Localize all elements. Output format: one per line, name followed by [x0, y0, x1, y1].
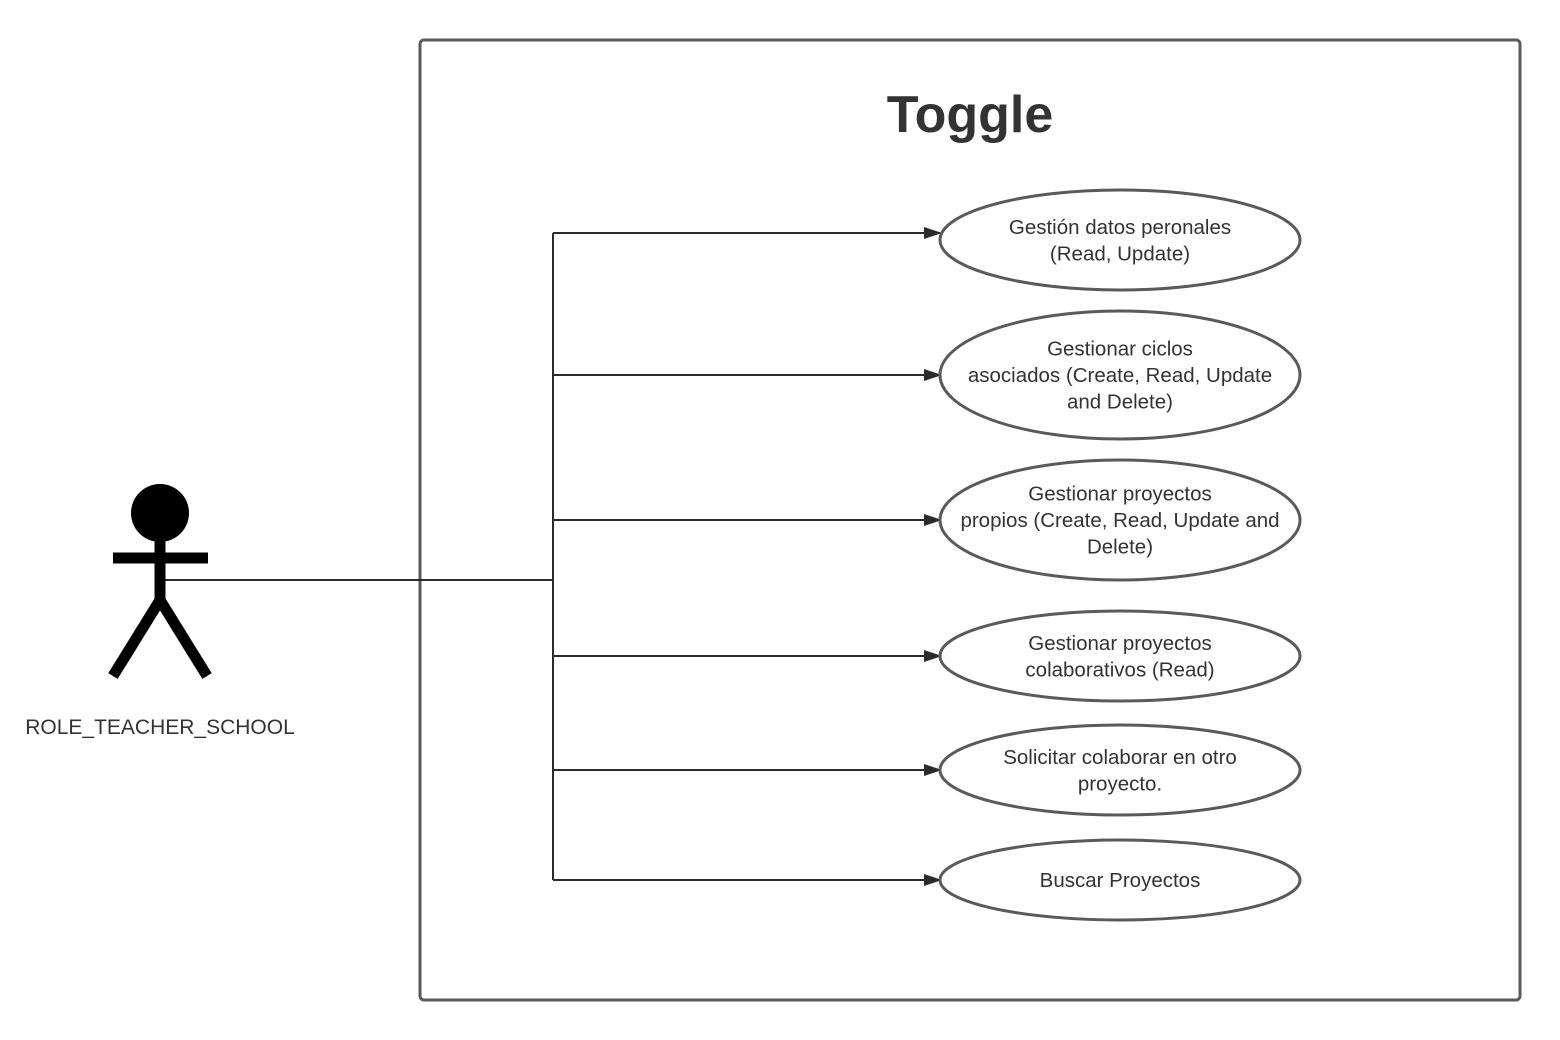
- system-title: Toggle: [887, 86, 1054, 144]
- use-case[interactable]: Gestionar proyectos propios (Create, Read…: [938, 458, 1302, 582]
- stick-figure-icon: [108, 484, 212, 679]
- use-case-list: Gestión datos peronales(Read, Update)Ges…: [938, 188, 1302, 922]
- actor[interactable]: ROLE_TEACHER_SCHOOL: [25, 484, 295, 739]
- use-case[interactable]: Gestión datos peronales (Read, Update): [938, 188, 1302, 292]
- use-case-label-line: Gestionar proyectos: [1028, 632, 1211, 655]
- actor-left-leg: [108, 597, 165, 679]
- actor-head: [131, 484, 189, 542]
- actor-right-leg: [155, 597, 212, 679]
- use-case-ellipse: [938, 723, 1302, 817]
- use-case[interactable]: Gestionar proyectos colaborativos (Read): [938, 609, 1302, 703]
- use-case-label-line: Gestionar ciclos: [1047, 338, 1193, 361]
- use-case-label-line: asociados (Create, Read, Update: [968, 364, 1272, 387]
- use-case-ellipse: [938, 609, 1302, 703]
- actor-label: ROLE_TEACHER_SCHOOL: [25, 716, 295, 739]
- use-case-label-line: propios (Create, Read, Update and: [960, 509, 1279, 532]
- use-case-label-line: proyecto.: [1078, 772, 1162, 795]
- use-case-label-line: (Read, Update): [1050, 242, 1190, 265]
- use-case-ellipse: [938, 838, 1302, 922]
- use-case-label-line: Gestionar proyectos: [1028, 483, 1211, 506]
- use-case[interactable]: Buscar Proyectos: [938, 838, 1302, 922]
- use-case-label-line: Solicitar colaborar en otro: [1003, 746, 1237, 769]
- use-case-label-line: colaborativos (Read): [1025, 658, 1214, 681]
- use-case-label-line: Delete): [1087, 536, 1153, 559]
- use-case-ellipse: [938, 458, 1302, 582]
- use-case-ellipse: [938, 309, 1302, 441]
- use-case-label-line: and Delete): [1067, 391, 1173, 414]
- use-case[interactable]: Solicitar colaborar en otro proyecto.: [938, 723, 1302, 817]
- use-case[interactable]: Gestionar ciclos asociados (Create, Read,…: [938, 309, 1302, 441]
- use-case-ellipse: [938, 188, 1302, 292]
- connector-lines: [165, 227, 942, 886]
- use-case-label-line: Buscar Proyectos: [1040, 869, 1201, 892]
- use-case-label-line: Gestión datos peronales: [1009, 216, 1231, 239]
